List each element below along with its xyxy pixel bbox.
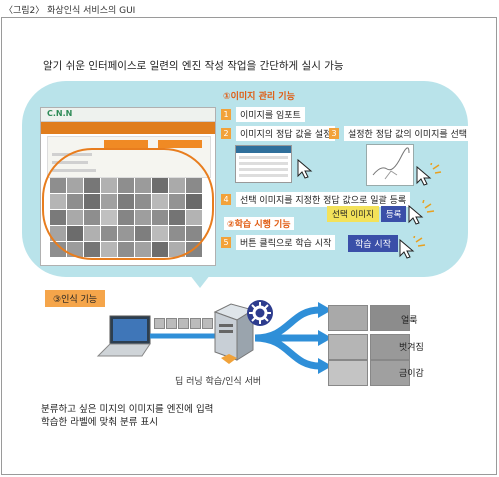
step-label: 이미지를 임포트	[236, 107, 305, 122]
class-label-crack: 금이감	[399, 369, 424, 379]
step-number: 4	[221, 194, 231, 205]
bottom-text-line-2: 학습한 라벨에 맞춰 분류 표시	[41, 417, 158, 428]
bottom-text-line-1: 분류하고 싶은 미지의 이미지를 엔진에 입력	[41, 404, 214, 415]
step-number: 2	[221, 128, 231, 139]
figure-frame	[1, 17, 497, 475]
intro-text: 알기 쉬운 인터페이스로 일련의 엔진 작성 작업을 간단하게 실시 가능	[43, 60, 344, 72]
step-2: 2 이미지의 정답 값을 설정	[221, 126, 336, 141]
class-images-row	[328, 305, 410, 331]
step-number: 5	[221, 237, 231, 248]
cursor-icon	[399, 236, 426, 259]
class-image	[370, 305, 410, 331]
selection-ring	[42, 148, 214, 260]
figure-caption: 〈그림2〉 화상인식 서비스의 GUI	[4, 6, 136, 16]
step-label: 버튼 클릭으로 학습 시작	[236, 235, 336, 250]
app-header: C.N.N	[41, 108, 215, 122]
section-recognition: ③인식 기능	[45, 290, 106, 307]
learn-start-button: 학습 시작	[348, 235, 398, 252]
step-label: 선택 이미지를 지정한 정답 값으로 일괄 등록	[236, 192, 411, 207]
input-image-strip	[154, 318, 213, 329]
cursor-icon	[297, 158, 313, 179]
class-image	[328, 305, 368, 331]
bubble-tail	[186, 270, 214, 288]
step-label: 설정한 정답 값의 이미지를 선택	[344, 126, 472, 141]
crack-image-sample	[366, 144, 414, 186]
register-button: 등록	[380, 206, 407, 222]
class-image	[328, 334, 368, 360]
crack-icon	[372, 147, 410, 180]
step-1: 1 이미지를 임포트	[221, 107, 305, 122]
flow-arrows	[150, 302, 332, 374]
laptop-icon	[96, 315, 151, 357]
app-button-2	[158, 140, 202, 148]
class-images-row	[328, 360, 410, 386]
gear-icon	[247, 300, 273, 326]
server-label: 딥 러닝 학습/인식 서버	[175, 377, 262, 387]
cursor-icon	[416, 163, 442, 186]
step-number: 3	[329, 128, 339, 139]
step-label: 이미지의 정답 값을 설정	[236, 126, 336, 141]
bottom-description: 분류하고 싶은 미지의 이미지를 엔진에 입력 학습한 라벨에 맞춰 분류 표시	[41, 403, 213, 429]
step-4: 4 선택 이미지를 지정한 정답 값으로 일괄 등록	[221, 192, 411, 207]
class-image	[370, 334, 410, 360]
app-menubar	[41, 122, 215, 134]
step-number: 1	[221, 109, 231, 120]
label-dropdown	[235, 145, 292, 183]
app-button-1	[104, 140, 148, 148]
section-image-management: ①이미지 관리 기능	[223, 92, 295, 102]
register-control: 선택 이미지 등록	[327, 206, 407, 222]
class-image	[370, 360, 410, 386]
step-3: 3 설정한 정답 값의 이미지를 선택	[329, 126, 472, 141]
select-image-label: 선택 이미지	[327, 206, 379, 222]
step-5: 5 버튼 클릭으로 학습 시작	[221, 235, 336, 250]
server-icon	[213, 303, 255, 364]
cursor-icon	[408, 200, 435, 225]
section-learning: ②학습 시행 기능	[224, 217, 294, 230]
class-image	[328, 360, 368, 386]
class-label-stain: 얼룩	[401, 316, 418, 326]
class-label-peeling: 벗겨짐	[399, 343, 424, 353]
app-logo: C.N.N	[47, 109, 73, 118]
class-images-row	[328, 334, 410, 360]
